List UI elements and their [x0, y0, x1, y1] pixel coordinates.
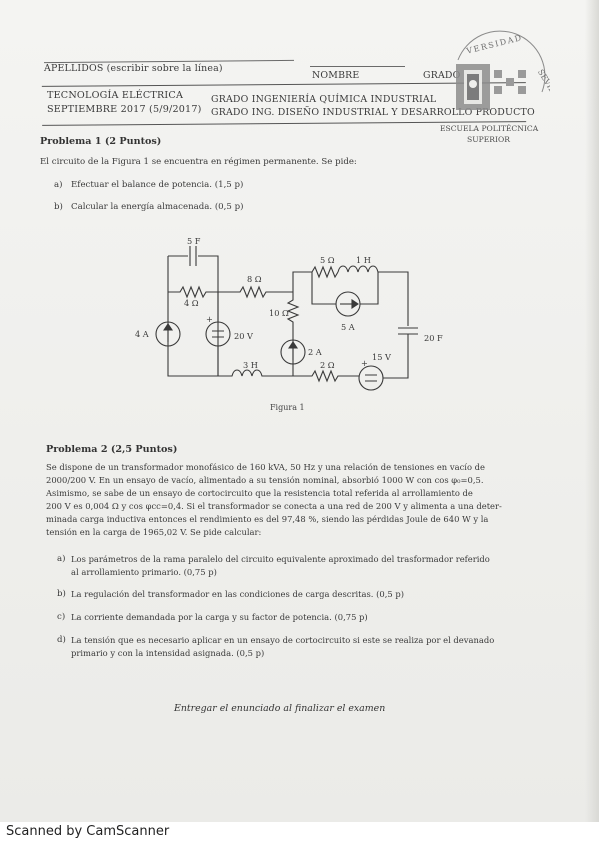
problem-2-item-d-marker: d): [57, 635, 66, 645]
scanner-watermark: Scanned by CamScanner: [6, 824, 170, 839]
current-source-5a: [335, 291, 361, 317]
nombre-line: [310, 66, 405, 67]
label-capacitor-5f: 5 F: [187, 236, 201, 246]
resistor-8-ohm: [218, 285, 293, 299]
right-wire: [383, 334, 409, 379]
paragraph-line: 2000/200 V. En un ensayo de vacío, alime…: [46, 475, 484, 485]
capacitor-20f: [398, 327, 418, 335]
label-res-4: 4 Ω: [184, 298, 199, 308]
problem-1-intro: El circuito de la Figura 1 se encuentra …: [40, 157, 357, 167]
problem-2-item-a: Los parámetros de la rama paralelo del c…: [71, 553, 490, 579]
label-ind-3h: 3 H: [243, 360, 258, 370]
problem-2-item-c-marker: c): [57, 612, 66, 622]
label-vs-15v-plus: +: [361, 358, 368, 368]
label-vs-20v-plus: +: [206, 314, 213, 324]
item-line: La tensión que es necesario aplicar en u…: [71, 635, 495, 645]
label-cs-5a: 5 A: [341, 322, 355, 332]
problem-2-item-b-marker: b): [57, 589, 66, 599]
vs-20v-marks: [212, 330, 224, 338]
arrow-2a-head: [287, 341, 299, 349]
subject-title: TECNOLOGÍA ELÉCTRICA: [47, 90, 184, 101]
label-res-2: 2 Ω: [320, 360, 335, 370]
problem-1-title: Problema 1 (2 Puntos): [40, 136, 162, 147]
arrow-5a-head: [351, 298, 359, 310]
problem-1-item-a: Efectuar el balance de potencia. (1,5 p): [71, 180, 244, 190]
inductor-3h: [222, 369, 293, 377]
paragraph-line: Se dispone de un transformador monofásic…: [46, 462, 485, 472]
label-res-8: 8 Ω: [247, 274, 262, 284]
problem-1-item-b: Calcular la energía almacenada. (0,5 p): [71, 202, 244, 212]
figure-caption: Figura 1: [270, 403, 305, 412]
paragraph-line: tensión en la carga de 1965,02 V. Se pid…: [46, 527, 262, 537]
label-res-10: 10 Ω: [269, 308, 289, 318]
item-line: primario y con la intensidad asignada. (…: [71, 648, 265, 658]
scan-edge-shadow: [585, 0, 599, 822]
label-ind-1h: 1 H: [356, 255, 371, 265]
school-line-1: ESCUELA POLITÉCNICA: [440, 124, 539, 133]
arrow-4a-head: [162, 323, 174, 331]
resistor-5-ohm: [311, 265, 339, 279]
label-vs-20v: 20 V: [234, 331, 254, 341]
left-wire: [167, 256, 222, 377]
item-line: Los parámetros de la rama paralelo del c…: [71, 554, 490, 564]
label-vs-15v: 15 V: [372, 352, 392, 362]
school-line-2: SUPERIOR: [467, 135, 510, 144]
vs-15v-marks: [365, 374, 377, 382]
problem-1-item-b-marker: b): [54, 202, 63, 212]
capacitor-5f: [189, 246, 197, 266]
item-line: al arrollamiento primario. (0,75 p): [71, 567, 217, 577]
problem-2-item-c: La corriente demandada por la carga y su…: [71, 611, 368, 624]
cap-5f-right-wire: [198, 255, 219, 376]
label-cs-2a: 2 A: [308, 347, 322, 357]
inductor-1h: [337, 265, 409, 326]
paper-sheet: APELLIDOS (escribir sobre la línea) NOMB…: [0, 0, 599, 822]
voltage-source-15v: [358, 365, 384, 391]
problem-2-paragraph: Se dispone de un transformador monofásic…: [46, 461, 502, 539]
exam-session: SEPTIEMBRE 2017 (5/9/2017): [47, 104, 202, 115]
problem-2-item-b: La regulación del transformador en las c…: [71, 588, 404, 601]
closing-instruction: Entregar el enunciado al finalizar el ex…: [174, 703, 386, 714]
label-cs-4a: 4 A: [135, 329, 149, 339]
degree-1: GRADO INGENIERÍA QUÍMICA INDUSTRIAL: [211, 94, 437, 105]
grado-label: GRADO: [423, 70, 461, 81]
nombre-label: NOMBRE: [312, 70, 360, 81]
cs-5a-wires: [311, 272, 379, 305]
problem-2-item-d: La tensión que es necesario aplicar en u…: [71, 634, 494, 660]
label-cap-20f: 20 F: [424, 333, 443, 343]
resistor-10-ohm: [286, 292, 300, 376]
paragraph-line: Asimismo, se sabe de un ensayo de cortoc…: [46, 488, 473, 498]
paragraph-line: 200 V es 0,004 Ω y cos φcc=0,4. Si el tr…: [46, 501, 502, 511]
problem-2-title: Problema 2 (2,5 Puntos): [46, 444, 178, 455]
current-source-4a: [155, 321, 181, 347]
problem-1-item-a-marker: a): [54, 180, 63, 190]
problem-2-item-a-marker: a): [57, 554, 66, 564]
label-res-5: 5 Ω: [320, 255, 335, 265]
resistor-4-ohm: [168, 285, 218, 299]
paragraph-line: minada carga inductiva entonces el rendi…: [46, 514, 489, 524]
apellidos-label: APELLIDOS (escribir sobre la línea): [44, 63, 223, 74]
degree-2: GRADO ING. DISEÑO INDUSTRIAL Y DESARROLL…: [211, 107, 535, 118]
top-left-wire: [292, 271, 312, 292]
university-seal-logo: VERSIDAD SEVILLA: [456, 30, 550, 110]
current-source-2a: [280, 339, 306, 365]
circuit-figure-1: 5 F 8 Ω 4 Ω 5 Ω 1 H 10 Ω 5 A 4 A 20 V + …: [135, 236, 443, 391]
resistor-2-ohm: [293, 369, 359, 383]
item-line: La regulación del transformador en las c…: [71, 589, 404, 599]
item-line: La corriente demandada por la carga y su…: [71, 612, 368, 622]
